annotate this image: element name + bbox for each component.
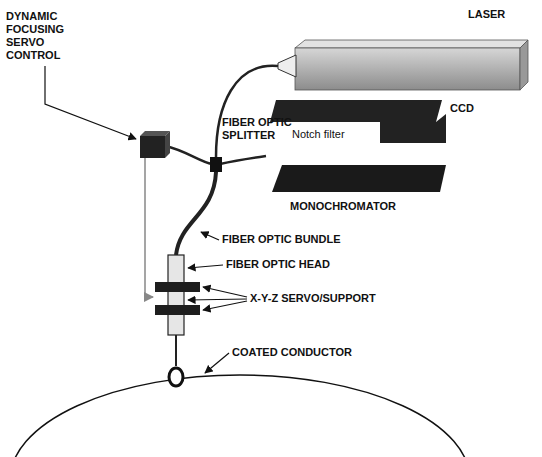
fiber-optic-head <box>168 255 184 335</box>
servo-wire <box>145 158 153 297</box>
callout-label: FIBER OPTIC SPLITTER <box>222 116 307 142</box>
servo-plate <box>155 305 200 315</box>
monochromator-unit: MONOCHROMATOR <box>262 158 452 218</box>
head-stem <box>175 335 177 366</box>
laser-fiber <box>216 66 278 157</box>
servo-plate <box>155 282 200 292</box>
callout-label: COATED CONDUCTOR <box>232 346 352 359</box>
filter-label: Notch filter <box>292 128 345 141</box>
servo-control-box <box>140 131 170 158</box>
callout-label: DYNAMIC FOCUSING SERVO CONTROL <box>6 10 81 62</box>
part-label: LASER <box>468 8 505 21</box>
probe-ring <box>169 368 183 386</box>
callout-label: FIBER OPTIC HEAD <box>226 258 330 271</box>
laser-unit: LASER <box>270 4 532 96</box>
monochromator-block <box>272 165 446 192</box>
part-label: CCD <box>450 102 474 115</box>
laser-box <box>278 40 528 90</box>
spectrometer-fiber <box>220 156 266 164</box>
callout-label: X-Y-Z SERVO/SUPPORT <box>250 292 376 305</box>
fiber-bundle <box>176 172 216 255</box>
leader-lines <box>45 66 247 373</box>
coated-conductor <box>10 375 470 457</box>
ccd-unit: CCD Notch filter <box>262 96 498 146</box>
fiber-splitter <box>210 157 222 172</box>
callout-label: FIBER OPTIC BUNDLE <box>222 233 341 246</box>
part-label: MONOCHROMATOR <box>290 200 396 213</box>
servo-fiber <box>165 146 212 164</box>
ccd-detector <box>270 100 446 143</box>
